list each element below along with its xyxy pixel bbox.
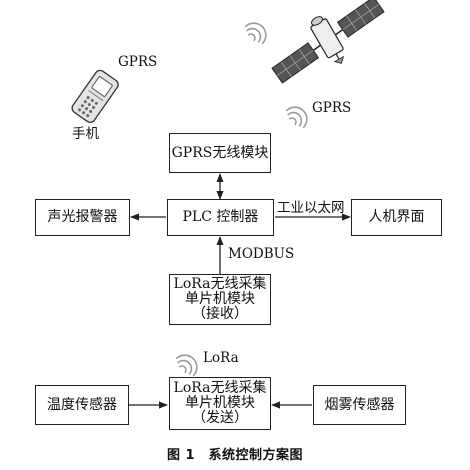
phone-label: 手机 (72, 126, 99, 142)
gprs-module-node: GPRS无线模块 (169, 133, 271, 173)
wireless-signal-icon (175, 354, 198, 377)
satellite-icon (271, 0, 385, 84)
figure-caption: 图 1 系统控制方案图 (166, 448, 304, 463)
lora-label: LoRa (203, 350, 239, 366)
plc-controller-node: PLC 控制器 (167, 199, 274, 236)
wireless-signal-icon (285, 106, 308, 129)
lora-receive-node: LoRa无线采集 单片机模块 （接收） (169, 274, 271, 325)
temperature-sensor-node: 温度传感器 (35, 385, 129, 425)
modbus-label: MODBUS (228, 246, 295, 262)
wireless-signal-icon (244, 22, 267, 45)
ethernet-label: 工业以太网 (277, 200, 345, 216)
gprs-satellite-label: GPRS (312, 100, 352, 116)
lora-send-node: LoRa无线采集 单片机模块 （发送） (169, 377, 271, 430)
gprs-phone-label: GPRS (118, 54, 158, 70)
mobile-phone-icon (71, 69, 119, 123)
alarm-node: 声光报警器 (35, 199, 130, 236)
smoke-sensor-node: 烟雾传感器 (313, 385, 406, 425)
hmi-node: 人机界面 (351, 199, 442, 236)
